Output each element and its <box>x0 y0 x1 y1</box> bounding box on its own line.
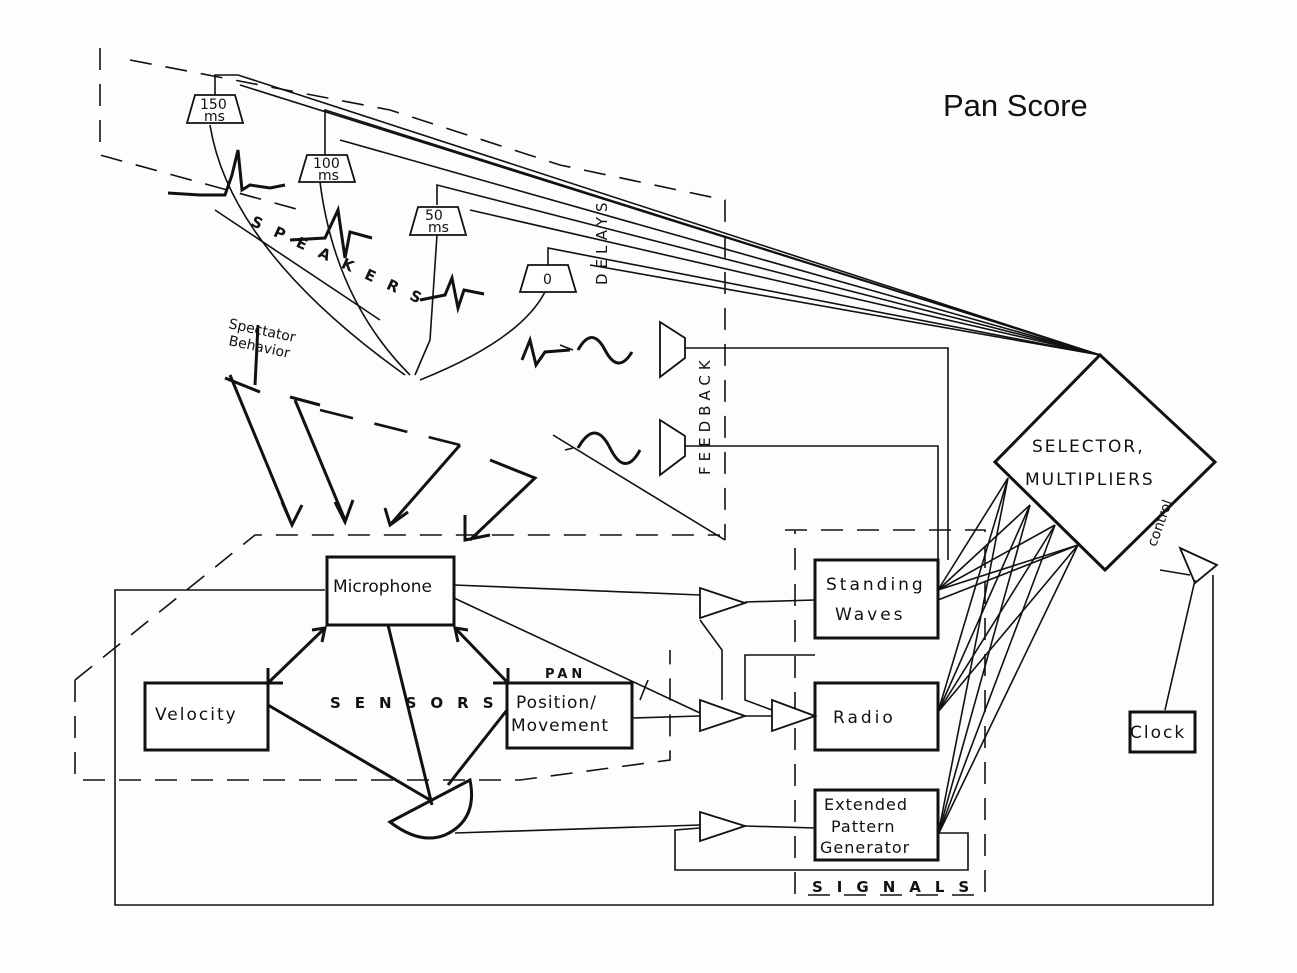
svg-text:MULTIPLIERS: MULTIPLIERS <box>1025 470 1155 490</box>
svg-text:Velocity: Velocity <box>155 705 238 725</box>
delay-50ms: 50 ms <box>408 206 468 236</box>
selector-multipliers: SELECTOR, MULTIPLIERS <box>992 352 1218 573</box>
svg-text:Radio: Radio <box>833 708 896 728</box>
control-bus <box>114 569 1214 906</box>
room-outline <box>74 48 986 896</box>
microphone-box: Microphone <box>325 555 456 627</box>
delay-150ms: 150 ms <box>185 94 245 125</box>
svg-text:ms: ms <box>318 168 339 184</box>
svg-text:100: 100 <box>313 156 340 172</box>
signal-routing <box>453 584 969 871</box>
speaker-beams <box>209 124 546 381</box>
speakers-label: SPEAKERS <box>248 212 437 313</box>
svg-text:Clock: Clock <box>1130 723 1186 743</box>
svg-text:ms: ms <box>428 220 449 236</box>
svg-text:Movement: Movement <box>511 716 609 736</box>
svg-text:50: 50 <box>425 208 443 224</box>
position-movement-box: Position/ Movement <box>505 681 634 750</box>
feedback-speakers <box>552 320 949 560</box>
svg-text:Pattern: Pattern <box>831 817 896 836</box>
pan-label: PAN <box>545 667 586 682</box>
svg-text:Standing: Standing <box>826 575 926 595</box>
svg-text:ms: ms <box>204 109 225 125</box>
velocity-box: Velocity <box>143 681 270 752</box>
selector-signal-links <box>937 477 1079 836</box>
svg-text:Position/: Position/ <box>516 693 597 713</box>
sensors-label: SENSORS <box>330 694 508 712</box>
standing-waves-box: Standing Waves <box>813 558 940 640</box>
delays-label: DELAYS <box>593 197 611 285</box>
svg-text:0: 0 <box>543 272 552 288</box>
amplifiers <box>699 586 818 843</box>
svg-text:Generator: Generator <box>820 838 910 857</box>
spectator-paths <box>224 324 538 542</box>
control-link: control <box>1145 498 1219 711</box>
waveform-icons <box>167 149 642 465</box>
feedback-label: FEEDBACK <box>696 355 714 475</box>
svg-text:Microphone: Microphone <box>333 577 432 597</box>
delay-0: 0 <box>518 264 578 293</box>
svg-text:150: 150 <box>200 97 227 113</box>
radio-box: Radio <box>813 681 940 752</box>
sensor-links <box>266 624 510 806</box>
page-title: Pan Score <box>943 88 1088 123</box>
svg-text:Waves: Waves <box>835 605 906 625</box>
delay-100ms: 100 ms <box>297 154 357 184</box>
svg-text:SELECTOR,: SELECTOR, <box>1032 437 1145 457</box>
clock-box: Clock <box>1128 710 1197 754</box>
svg-text:Extended: Extended <box>824 795 908 814</box>
delay-feed-lines <box>214 74 1101 356</box>
sensor-dish <box>387 777 474 840</box>
signals-label: SIGNALS <box>812 878 983 896</box>
extended-pattern-generator-box: Extended Pattern Generator <box>813 788 940 862</box>
